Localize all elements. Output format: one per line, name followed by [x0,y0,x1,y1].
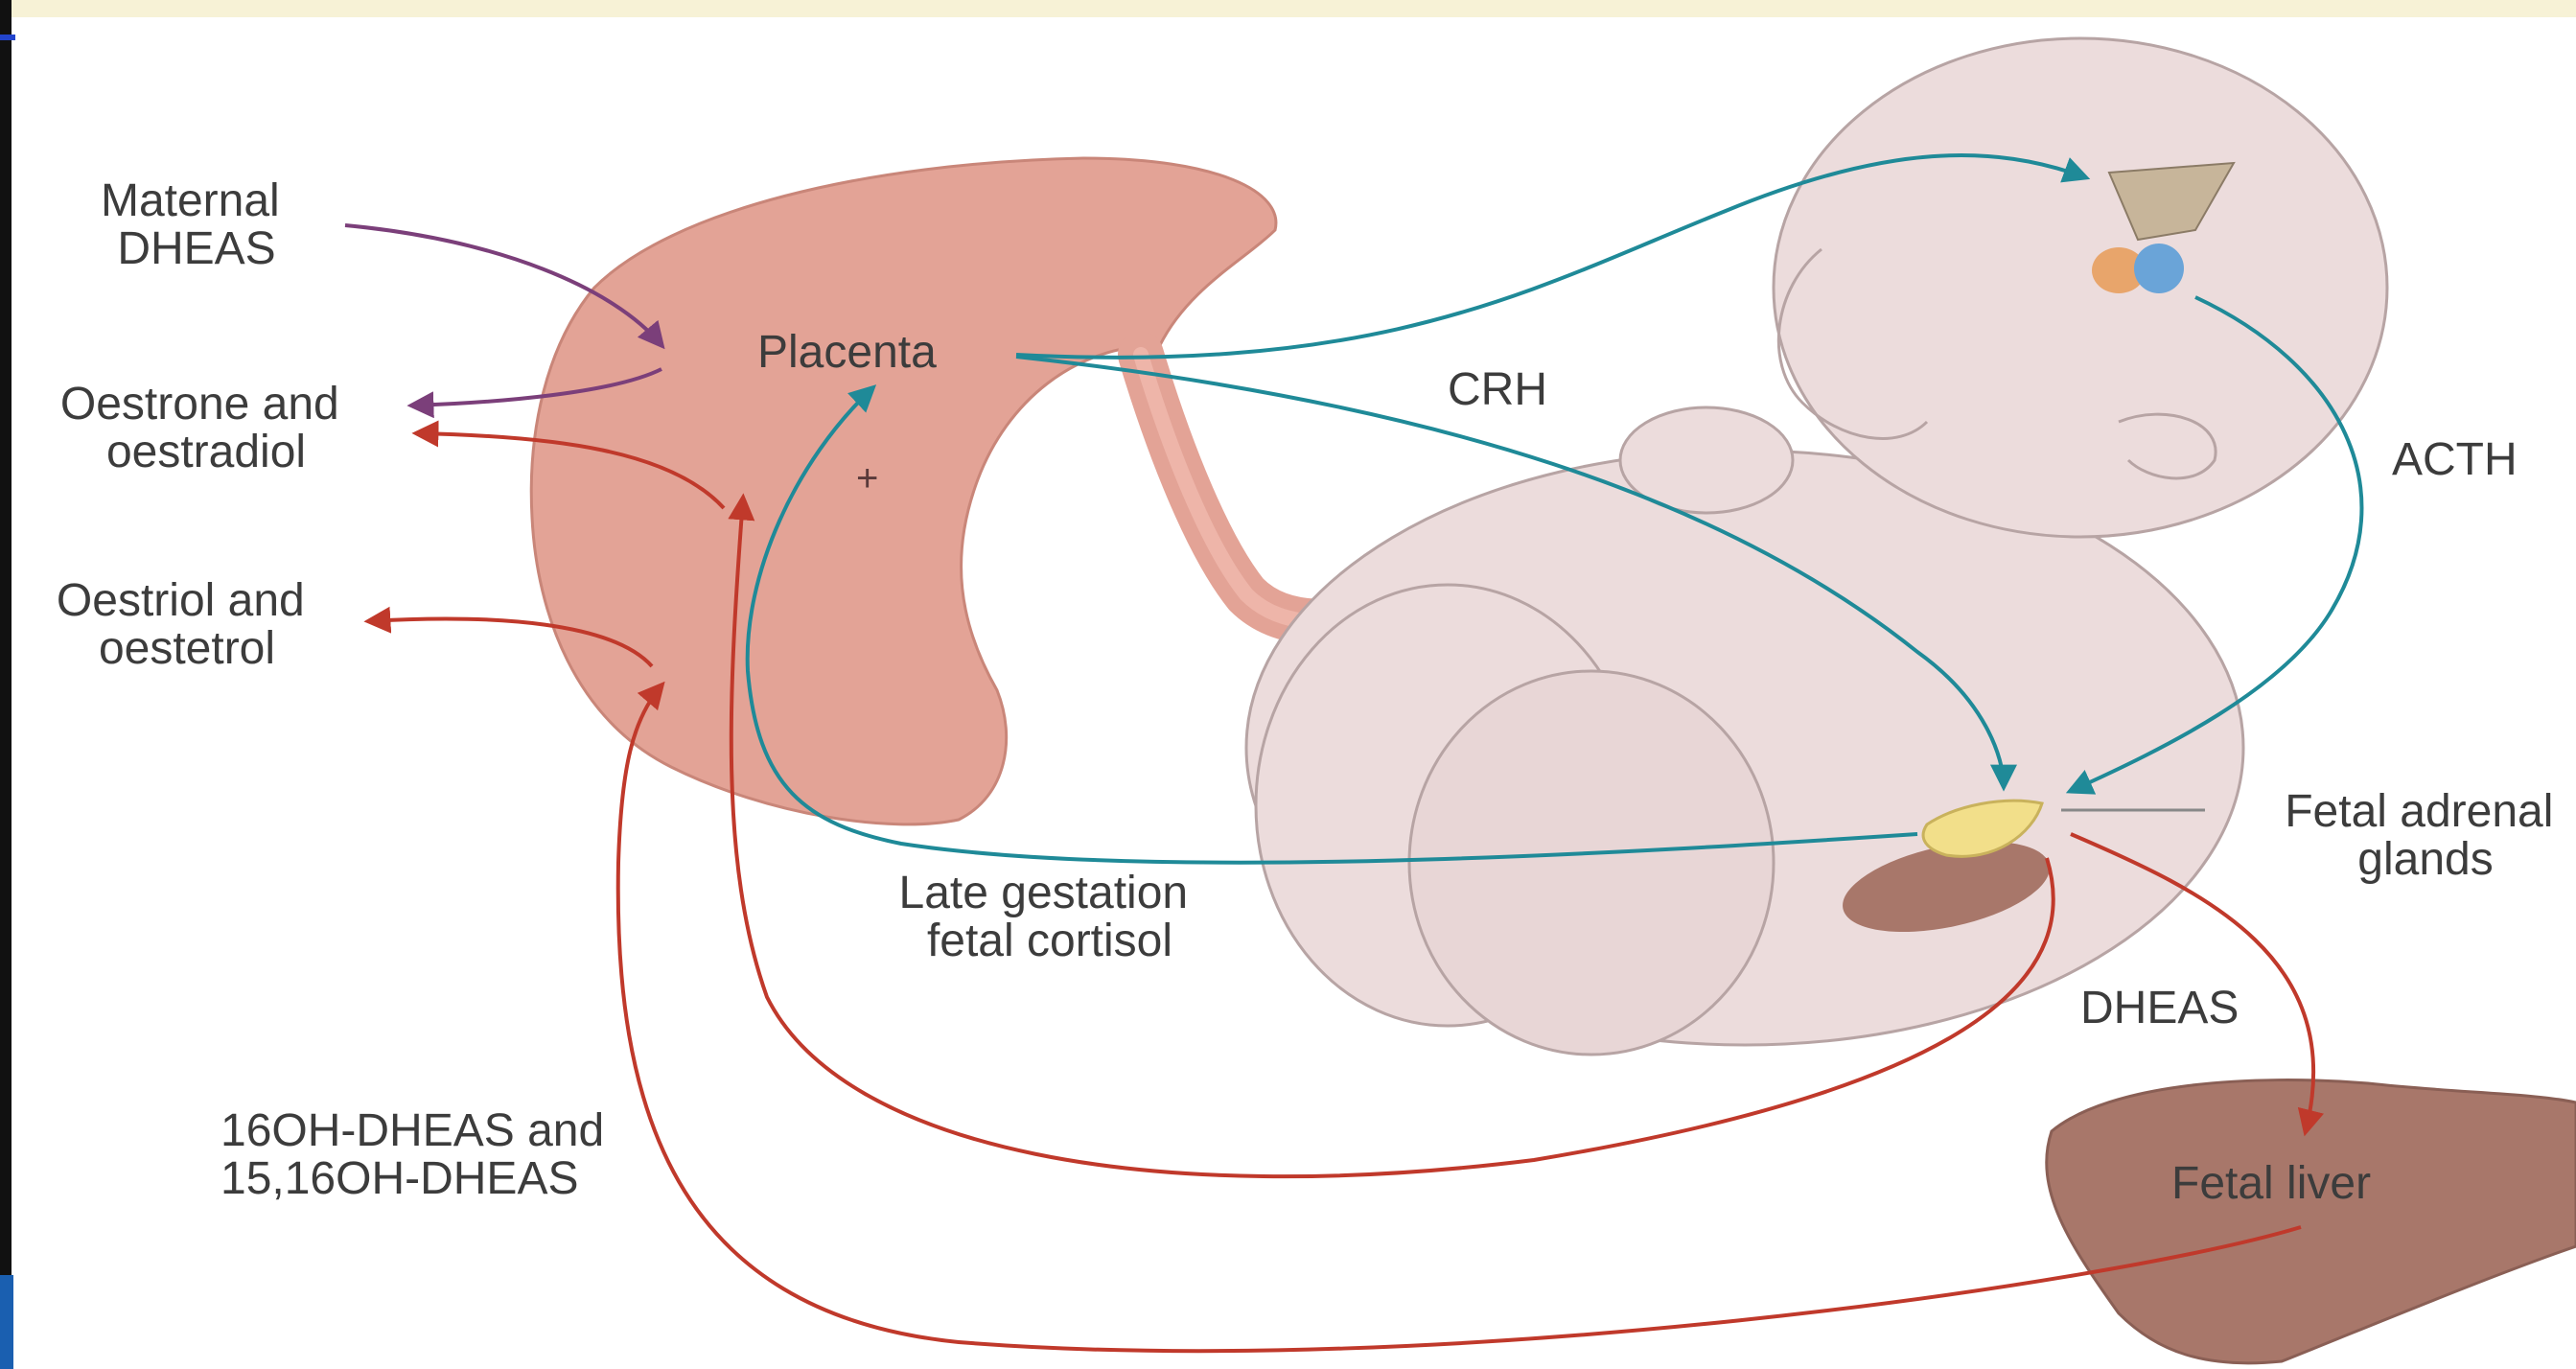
crh-label: CRH [1448,364,1547,415]
acth-label: ACTH [2392,434,2518,485]
hydroxy-dheas-line-2: 15,16OH-DHEAS [220,1153,578,1204]
top-band [0,0,2576,17]
pituitary-blue-icon [2134,244,2184,293]
left-dark-strip [0,0,12,1369]
left-blue-block [0,1275,13,1369]
oestrone-line-1: Oestrone and [60,379,339,429]
oestrone-line-2: oestradiol [106,427,306,477]
placenta-label: Placenta [757,327,937,378]
placenta-shape [531,158,1276,824]
maternal-dheas-line-1: Maternal [101,175,280,226]
left-blue-mark [0,35,15,40]
fetal-liver-label: Fetal liver [2171,1158,2371,1209]
fetal-adrenal-line-2: glands [2357,834,2493,885]
oestrone-oestradiol-label: Oestrone and oestradiol [60,379,352,477]
fetal-adrenal-line-1: Fetal adrenal [2285,786,2553,837]
oestriol-line-2: oestetrol [99,623,275,674]
late-gestation-line-1: Late gestation [899,868,1189,918]
oestriol-line-1: Oestriol and [57,575,305,626]
maternal-dheas-line-2: DHEAS [117,223,275,274]
dheas-label: DHEAS [2080,983,2239,1033]
fetal-liver-shape [2047,1080,2576,1363]
oestriol-oestetrol-label: Oestriol and oestetrol [57,575,317,674]
fetus-head [1774,38,2387,537]
hydroxy-dheas-label: 16OH-DHEAS and 15,16OH-DHEAS [220,1105,617,1204]
plus-sign: + [856,457,878,499]
hydroxy-dheas-line-1: 16OH-DHEAS and [220,1105,604,1156]
maternal-dheas-label: Maternal DHEAS [101,175,292,274]
fetal-adrenal-label: Fetal adrenal glands [2285,786,2566,885]
late-gestation-label: Late gestation fetal cortisol [899,868,1201,966]
fetus-knee [1409,671,1774,1055]
late-gestation-line-2: fetal cortisol [927,916,1172,966]
